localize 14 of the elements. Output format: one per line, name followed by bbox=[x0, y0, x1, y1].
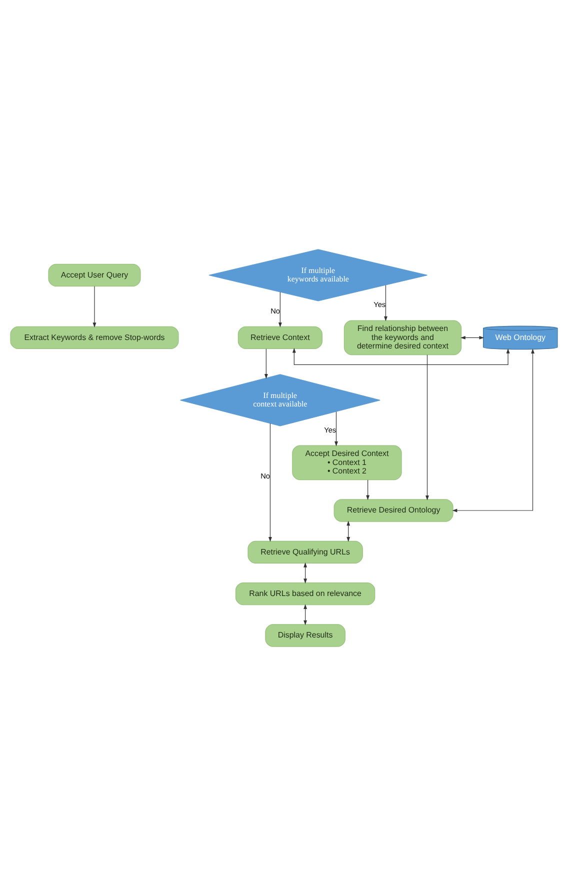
arrow bbox=[264, 348, 268, 378]
arrow bbox=[460, 335, 484, 339]
arrow bbox=[278, 291, 282, 327]
arrow bbox=[334, 410, 338, 446]
arrow bbox=[346, 520, 350, 542]
arrow bbox=[92, 286, 96, 328]
arrow bbox=[268, 422, 272, 542]
arrow bbox=[384, 284, 388, 321]
arrow bbox=[304, 604, 308, 625]
arrow bbox=[452, 348, 534, 512]
arrow bbox=[304, 562, 308, 584]
arrow bbox=[366, 479, 370, 500]
arrow bbox=[292, 347, 510, 364]
arrow bbox=[426, 354, 429, 500]
